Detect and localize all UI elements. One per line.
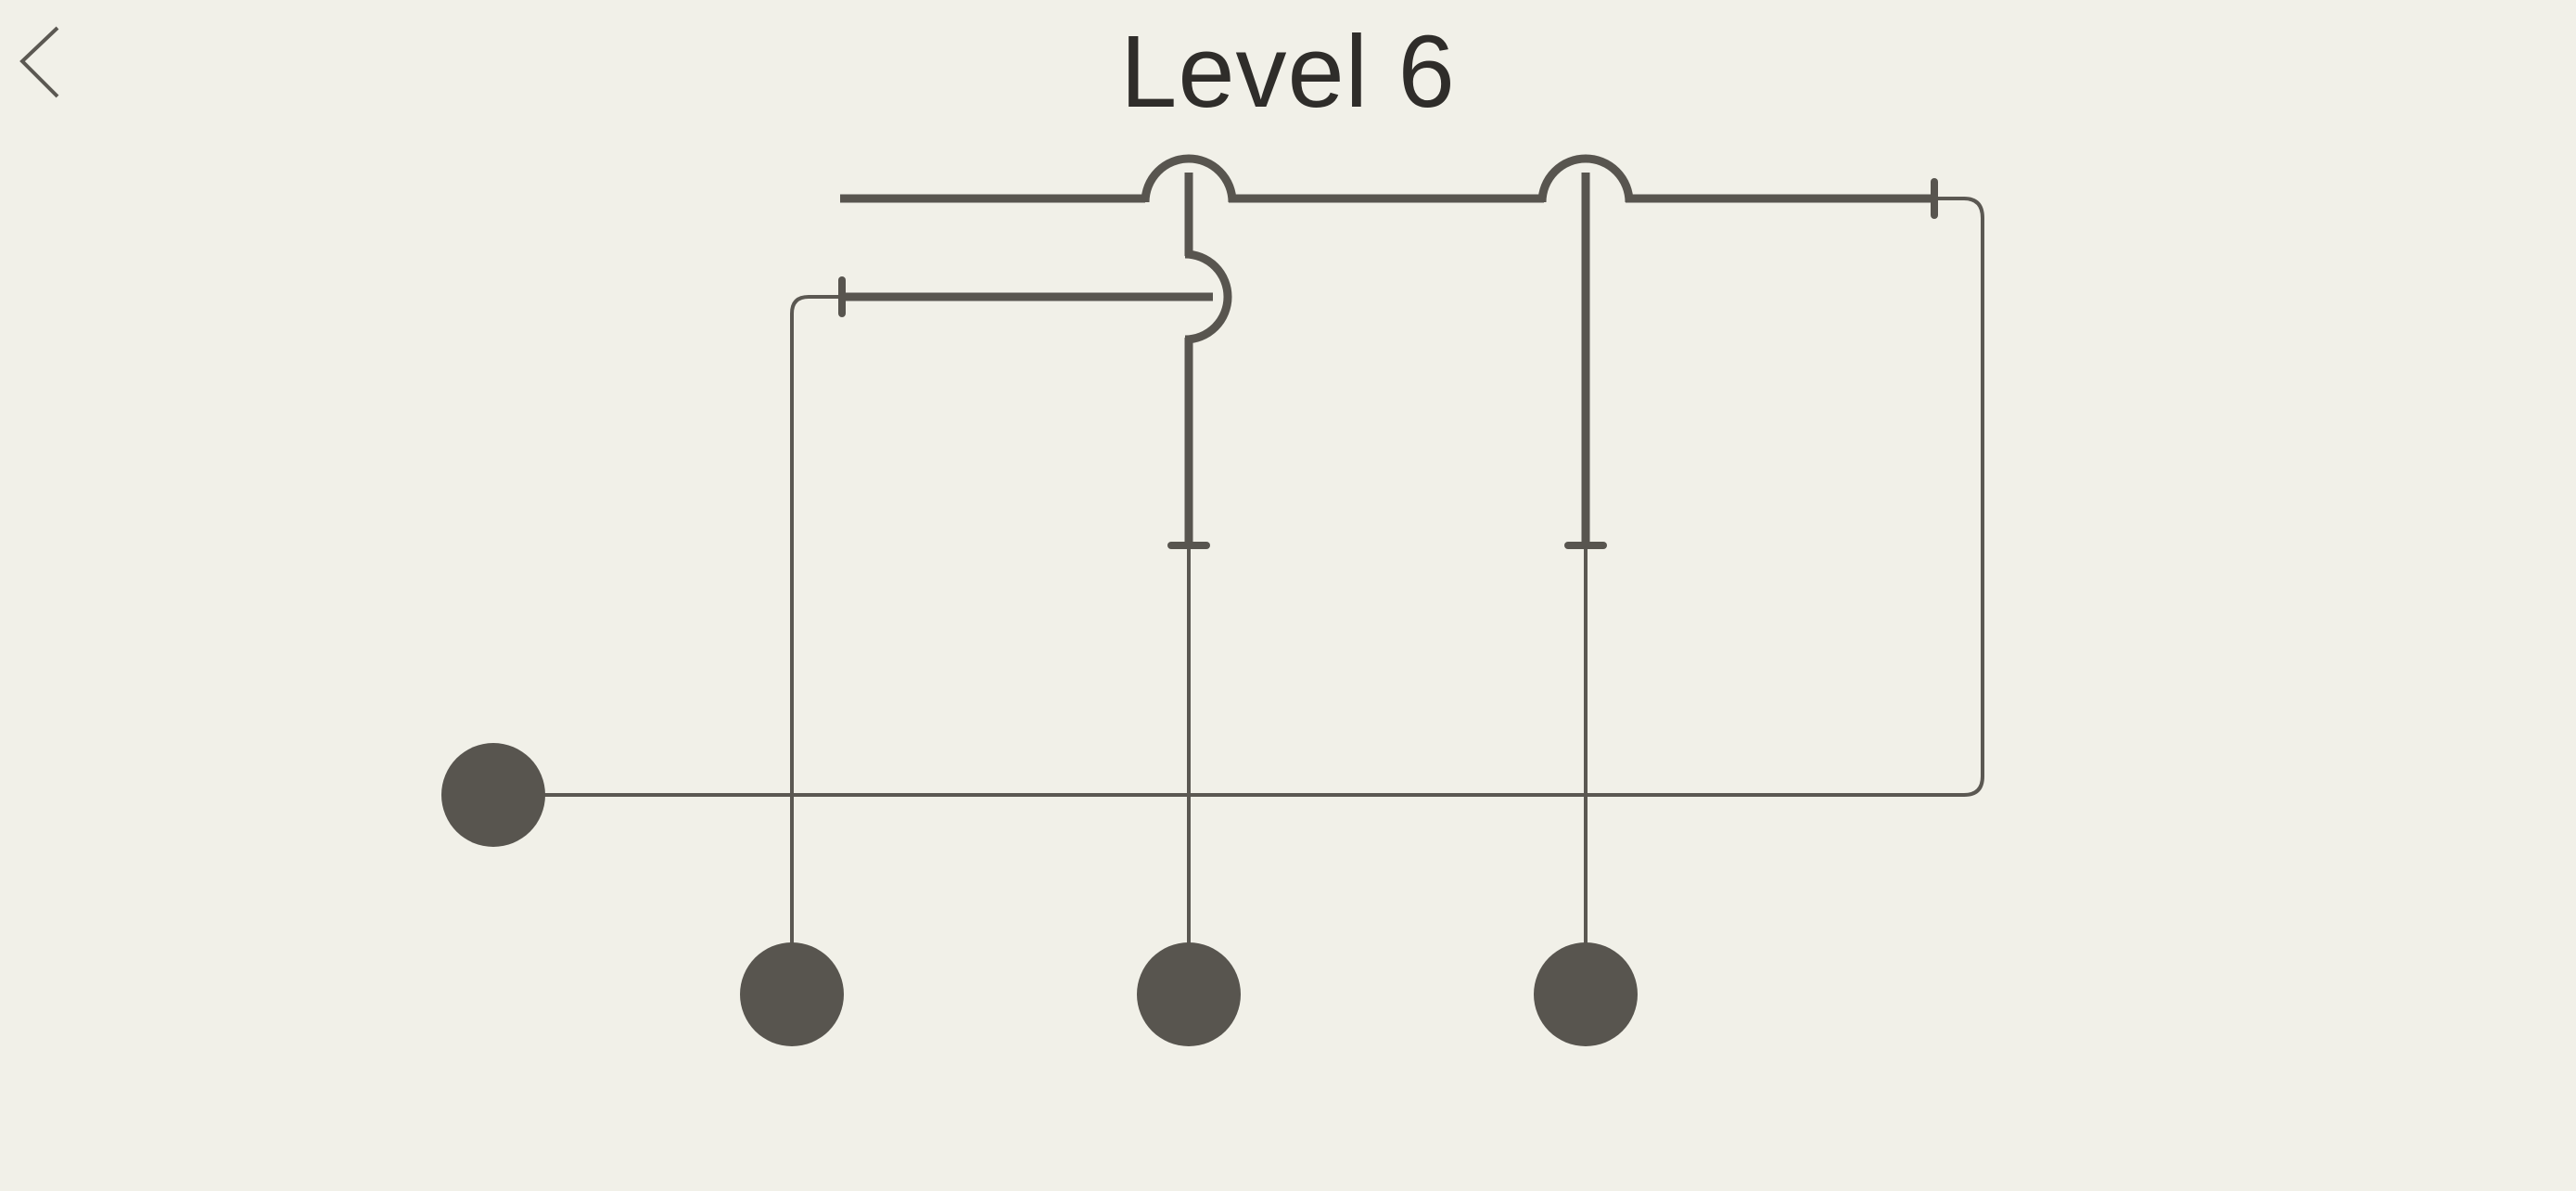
target-node-3[interactable] xyxy=(1534,942,1638,1046)
column2-thick-wire xyxy=(1184,173,1232,545)
source-node[interactable] xyxy=(441,743,545,847)
node1-wire xyxy=(790,295,844,944)
target-node-1[interactable] xyxy=(740,942,844,1046)
top-thick-wire xyxy=(840,154,1936,203)
back-chevron-icon[interactable] xyxy=(13,20,69,104)
level-title: Level 6 xyxy=(1120,15,1456,129)
main-bus-wire xyxy=(491,197,1984,797)
target-node-2[interactable] xyxy=(1137,942,1241,1046)
